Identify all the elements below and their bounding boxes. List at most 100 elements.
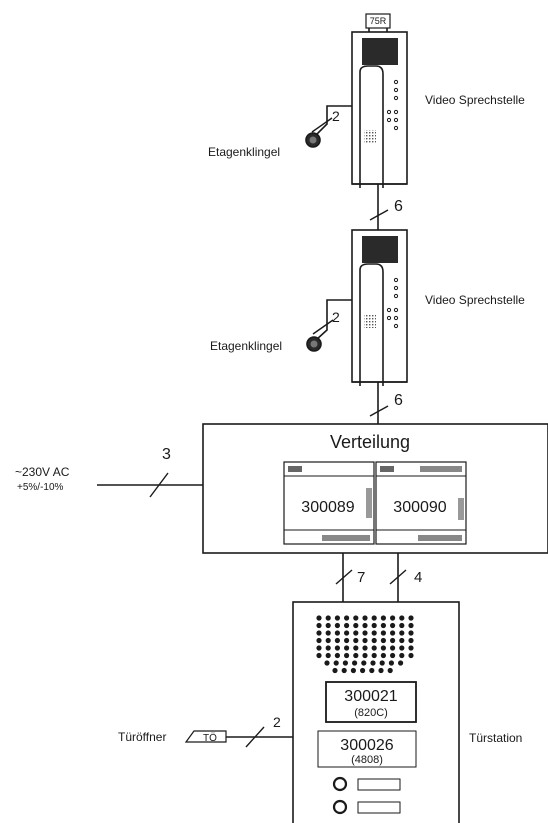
grille-dot <box>353 622 359 629</box>
grille-dot <box>352 660 358 666</box>
grille-dot <box>408 615 414 621</box>
name-plate-2 <box>357 801 401 814</box>
grille-dot <box>316 622 322 629</box>
grille-dot <box>334 630 340 636</box>
grille-dot <box>362 645 368 651</box>
lower-video-station <box>351 229 408 386</box>
grille-dot <box>334 615 340 621</box>
upper-video-station <box>351 13 408 188</box>
grille-dot <box>369 667 375 674</box>
grille-dot <box>390 637 396 644</box>
grille-dot <box>324 660 330 666</box>
grille-dot <box>380 645 386 651</box>
grille-dot <box>378 667 384 674</box>
door-opener-symbol-text: TÖ <box>203 732 217 744</box>
door-station-label: Türstation <box>469 731 522 745</box>
grille-dot <box>316 645 322 651</box>
grille-dot <box>316 630 322 636</box>
link-upper-lower-count: 6 <box>394 198 403 215</box>
grille-dot <box>342 660 348 666</box>
grille-dot <box>325 630 331 636</box>
module-right-housing <box>375 461 467 545</box>
grille-dot <box>344 630 350 636</box>
grille-dot <box>316 615 322 621</box>
mains-wire-count: 3 <box>162 446 171 463</box>
handset <box>359 65 384 188</box>
grille-dot <box>362 615 368 621</box>
grille-dot <box>344 637 350 644</box>
link-7-count: 7 <box>357 569 365 586</box>
bell-button-1-icon[interactable] <box>332 776 348 792</box>
grille-dot <box>325 645 331 651</box>
grille-dot <box>332 667 338 674</box>
grille-dot <box>388 660 394 666</box>
resistor-label: 75R <box>370 16 387 26</box>
door-opener-label: Türöffner <box>118 730 166 744</box>
station-buttons <box>386 79 399 131</box>
link-4-count: 4 <box>414 569 422 586</box>
grille-dot <box>325 615 331 621</box>
grille-dot <box>408 630 414 636</box>
grille-dot <box>353 637 359 644</box>
grille-dot <box>408 622 414 629</box>
grille-dot <box>325 652 331 659</box>
video-screen <box>362 236 398 263</box>
name-plate-1 <box>357 778 401 791</box>
grille-dot <box>399 652 405 659</box>
grille-dot <box>334 645 340 651</box>
mains-tolerance: +5%/-10% <box>17 482 64 493</box>
station-buttons <box>386 277 399 329</box>
speaker-grille <box>364 130 376 144</box>
module-left-number: 300089 <box>301 499 354 516</box>
grille-dot <box>350 667 356 674</box>
door-opener-symbol <box>184 730 227 743</box>
grille-dot <box>362 622 368 629</box>
lower-bell-label: Etagenklingel <box>210 339 282 353</box>
bell-button-2-icon[interactable] <box>332 799 348 815</box>
grille-dot <box>380 652 386 659</box>
grille-dot <box>360 667 366 674</box>
grille-dot <box>353 645 359 651</box>
grille-dot <box>380 637 386 644</box>
module-left-housing <box>283 461 375 545</box>
grille-dot <box>399 622 405 629</box>
grille-dot <box>370 660 376 666</box>
grille-dot <box>380 615 386 621</box>
grille-dot <box>371 637 377 644</box>
grille-dot <box>371 622 377 629</box>
grille-dot <box>344 645 350 651</box>
grille-dot <box>362 637 368 644</box>
bell-wire-lower <box>315 299 352 341</box>
grille-dot <box>344 622 350 629</box>
link-lower-distribution-count: 6 <box>394 392 403 409</box>
grille-dot <box>387 667 393 674</box>
grille-dot <box>390 630 396 636</box>
grille-dot <box>371 630 377 636</box>
video-screen <box>362 38 398 65</box>
upper-bell-label: Etagenklingel <box>208 145 280 159</box>
grille-dot <box>325 622 331 629</box>
grille-dot <box>379 660 385 666</box>
grille-dot <box>371 615 377 621</box>
grille-dot <box>353 630 359 636</box>
module-300021-frame <box>325 681 417 723</box>
grille-dot <box>353 615 359 621</box>
grille-dot <box>408 637 414 644</box>
grille-dot <box>341 667 347 674</box>
grille-dot <box>380 622 386 629</box>
grille-dot <box>344 652 350 659</box>
module-300026-sub: (4808) <box>351 754 383 766</box>
grille-dot <box>362 652 368 659</box>
distribution-modules <box>283 461 467 545</box>
grille-dot <box>408 645 414 651</box>
grille-dot <box>334 637 340 644</box>
door-station-housing <box>292 601 460 823</box>
grille-dot <box>333 660 339 666</box>
grille-dot <box>408 652 414 659</box>
module-300026-number: 300026 <box>340 737 393 754</box>
grille-dot <box>390 622 396 629</box>
grille-dot <box>316 652 322 659</box>
lower-station-label: Video Sprechstelle <box>425 293 525 307</box>
lower-bell-wire-count: 2 <box>332 309 340 325</box>
grille-dot <box>316 637 322 644</box>
